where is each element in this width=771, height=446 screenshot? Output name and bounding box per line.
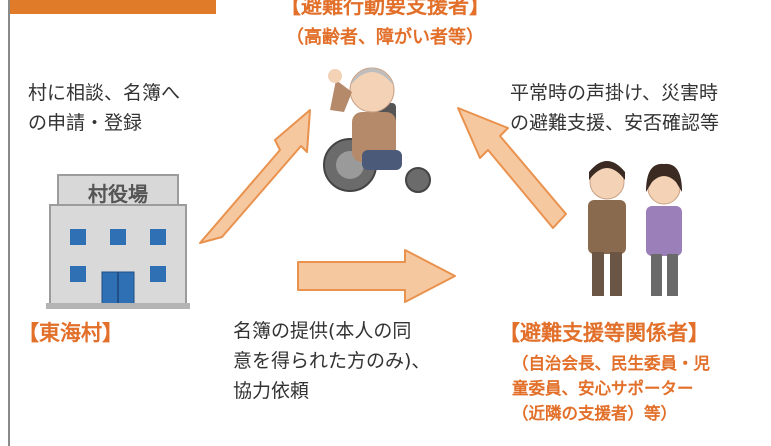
supporters-sub-line-1: （自治会長、民生委員・児 xyxy=(512,354,710,373)
window xyxy=(70,266,86,282)
note-left-top: 村に相談、名簿へ の申請・登録 xyxy=(28,78,180,138)
note-middle-bottom: 名簿の提供(本人の同 意を得られた方のみ)、 協力依頼 xyxy=(233,316,430,406)
note-middle-line-2: 意を得られた方のみ)、 xyxy=(233,350,431,372)
arrow-to-elderly xyxy=(457,107,567,229)
window xyxy=(110,229,126,245)
village-label: 【東海村】 xyxy=(18,321,123,345)
elderly-title: 【避難行動要支援者】 xyxy=(280,0,490,18)
section-tab xyxy=(10,0,216,14)
supporters-illustration xyxy=(588,161,682,296)
village-sign: 村役場 xyxy=(88,182,148,206)
note-middle-line-1: 名簿の提供(本人の同 xyxy=(233,320,412,342)
left-border xyxy=(8,0,10,446)
supporters-label: 【避難支援等関係者】 xyxy=(499,321,709,345)
window xyxy=(150,266,166,282)
supporters-sub-line-3: （近隣の支援者）等） xyxy=(512,404,677,423)
note-left-top-line-1: 村に相談、名簿へ xyxy=(28,82,181,104)
supporters-sub-line-2: 童委員、安心サポーター xyxy=(512,379,694,398)
note-left-top-line-2: の申請・登録 xyxy=(28,112,143,134)
note-right-top: 平常時の声掛け、災害時 の避難支援、安否確認等 xyxy=(510,78,719,138)
note-middle-line-3: 協力依頼 xyxy=(233,380,310,402)
arrow-to-supporters xyxy=(297,249,456,303)
elderly-wheelchair-illustration xyxy=(323,67,431,193)
note-right-top-line-2: の避難支援、安否確認等 xyxy=(510,112,720,134)
window xyxy=(150,229,166,245)
window xyxy=(70,229,86,245)
elderly-subtitle: （高齢者、障がい者等） xyxy=(286,27,484,48)
supporters-sub: （自治会長、民生委員・児 童委員、安心サポーター （近隣の支援者）等） xyxy=(512,351,710,426)
village-office-illustration xyxy=(46,174,190,309)
note-right-top-line-1: 平常時の声掛け、災害時 xyxy=(510,82,719,104)
arrow-to-village xyxy=(199,109,311,244)
